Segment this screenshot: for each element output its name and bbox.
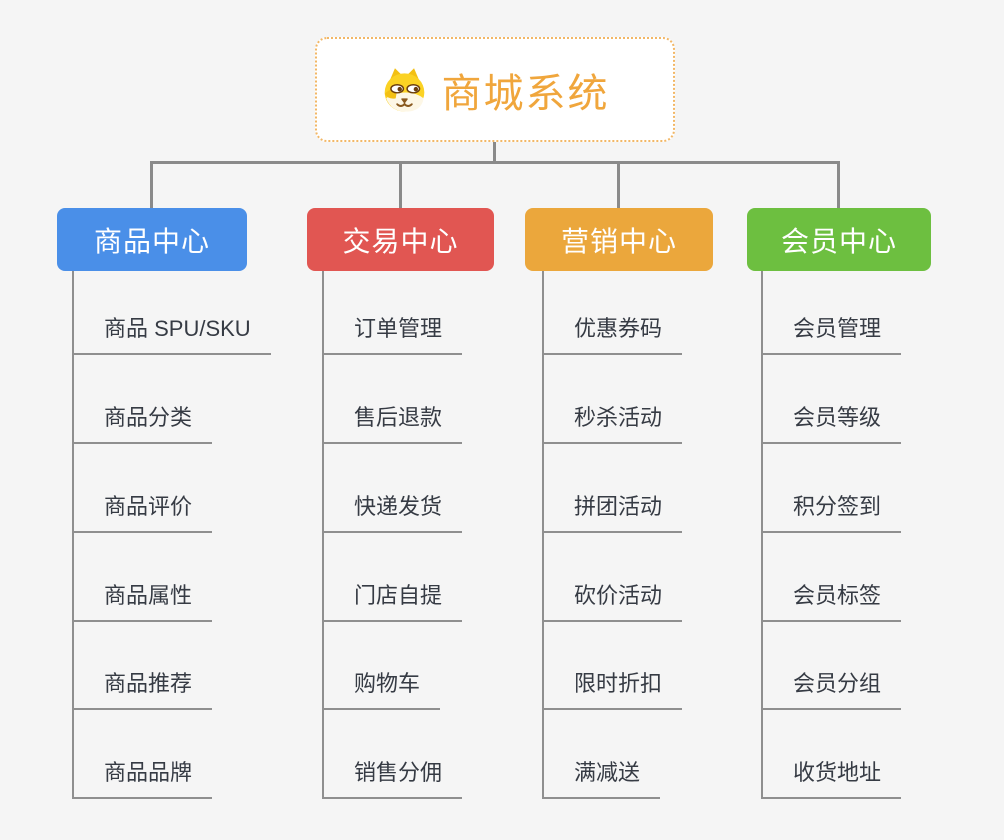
leaf-item[interactable]: 商品评价 [72, 493, 213, 533]
leaf-item[interactable]: 商品分类 [72, 404, 213, 444]
branch-header-member-center[interactable]: 会员中心 [747, 208, 931, 271]
leaf-item[interactable]: 快递发货 [322, 493, 463, 533]
leaf-item[interactable]: 销售分佣 [322, 759, 463, 799]
leaf-item[interactable]: 商品品牌 [72, 759, 213, 799]
branch-header-trade-center[interactable]: 交易中心 [307, 208, 494, 271]
leaf-item[interactable]: 会员管理 [761, 315, 902, 355]
root-node[interactable]: 商城系统 [315, 37, 675, 142]
leaf-item[interactable]: 会员等级 [761, 404, 902, 444]
shiba-dog-icon [384, 68, 424, 112]
connector-drop-2 [399, 161, 402, 211]
leaf-item[interactable]: 订单管理 [322, 315, 463, 355]
connector-root-stem [493, 142, 496, 164]
branch-header-marketing-center[interactable]: 营销中心 [525, 208, 713, 271]
connector-horizontal-bar [150, 161, 840, 164]
leaf-item[interactable]: 商品推荐 [72, 670, 213, 710]
trunk-line-1 [72, 271, 74, 799]
leaf-item[interactable]: 积分签到 [761, 493, 902, 533]
leaf-item[interactable]: 门店自提 [322, 582, 463, 622]
leaf-item[interactable]: 收货地址 [761, 759, 902, 799]
leaf-item[interactable]: 购物车 [322, 670, 441, 710]
leaf-item[interactable]: 优惠券码 [542, 315, 683, 355]
leaf-item[interactable]: 商品属性 [72, 582, 213, 622]
branch-header-product-center[interactable]: 商品中心 [57, 208, 247, 271]
trunk-line-4 [761, 271, 763, 799]
leaf-item[interactable]: 限时折扣 [542, 670, 683, 710]
leaf-item[interactable]: 售后退款 [322, 404, 463, 444]
leaf-item[interactable]: 商品 SPU/SKU [72, 315, 271, 355]
connector-drop-3 [617, 161, 620, 211]
leaf-item[interactable]: 会员分组 [761, 670, 902, 710]
leaf-item[interactable]: 会员标签 [761, 582, 902, 622]
connector-drop-4 [837, 161, 840, 211]
trunk-line-2 [322, 271, 324, 799]
leaf-item[interactable]: 拼团活动 [542, 493, 683, 533]
leaf-item[interactable]: 砍价活动 [542, 582, 683, 622]
leaf-item[interactable]: 秒杀活动 [542, 404, 683, 444]
connector-drop-1 [150, 161, 153, 211]
root-title: 商城系统 [441, 71, 610, 116]
trunk-line-3 [542, 271, 544, 799]
leaf-item[interactable]: 满减送 [542, 759, 661, 799]
